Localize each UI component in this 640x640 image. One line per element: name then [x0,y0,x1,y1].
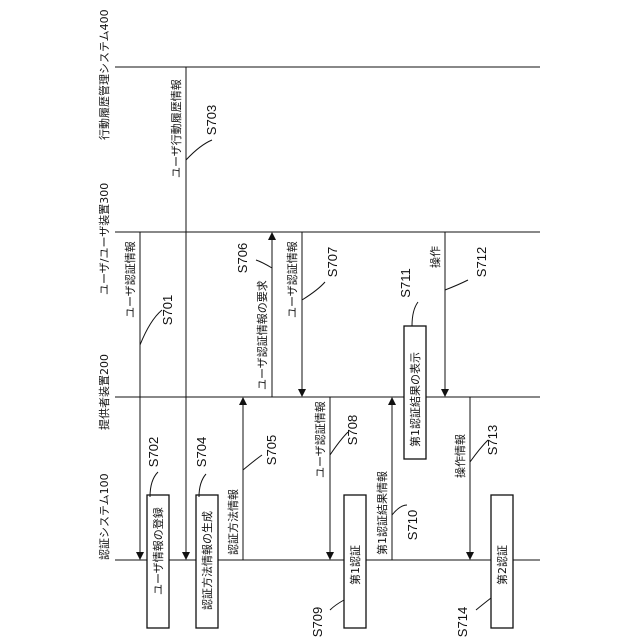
step-label-s708: S708 [345,415,360,445]
message-label-s713: 操作情報 [453,434,467,478]
leader-s712 [445,280,468,290]
process-label-s714: 第2認証 [495,545,509,585]
step-label-s709: S709 [310,607,325,637]
lifeline-label-system100: 認証システム100 [97,473,111,560]
step-label-s710: S710 [405,510,420,540]
message-label-s703: ユーザ行動履歴情報 [169,79,183,178]
process-label-s709: 第1認証 [348,545,362,585]
process-label-s704: 認証方法情報の生成 [200,511,214,610]
step-label-s713: S713 [485,425,500,455]
message-label-s701: ユーザ認証情報 [123,241,137,318]
step-label-s706: S706 [235,243,250,273]
process-label-s702: ユーザ情報の登録 [151,507,165,595]
arrowhead-s706 [268,232,276,240]
step-label-s711: S711 [398,268,413,297]
step-label-s712: S712 [474,247,489,277]
leader-s701 [140,310,162,345]
arrowhead-s713 [466,552,474,560]
arrowhead-s707 [298,389,306,397]
step-label-s701: S701 [160,295,175,325]
arrowhead-s701 [136,552,144,560]
leader-s702 [150,472,158,497]
lifeline-label-user300: ユーザ/ユーザ装置300 [98,183,111,295]
leader-s711 [412,302,418,326]
step-label-s703: S703 [204,105,219,135]
message-label-s705: 認証方法情報 [226,489,240,555]
leader-s707 [302,282,325,300]
process-label-s711: 第1認証結果の表示 [408,352,422,447]
message-label-s712: 操作 [428,246,442,268]
leader-s705 [243,455,262,470]
message-label-s706: ユーザ認証情報の要求 [255,280,269,390]
leader-s714 [476,598,491,610]
arrowhead-s705 [239,397,247,405]
leader-s704 [199,474,206,497]
lifeline-label-history400: 行動履歴管理システム400 [97,9,111,140]
leader-s706 [256,260,272,268]
step-label-s714: S714 [455,607,470,637]
arrowhead-s710 [388,397,396,405]
arrowhead-s708 [326,552,334,560]
step-label-s702: S702 [146,437,161,467]
lifeline-label-provider200: 提供者装置200 [97,354,111,430]
message-label-s710: 第1認証結果情報 [375,471,389,555]
step-label-s707: S707 [325,247,340,277]
arrowhead-s703 [182,552,190,560]
message-label-s708: ユーザ認証情報 [313,401,327,478]
leader-s703 [186,140,212,160]
arrowhead-s712 [441,389,449,397]
leader-s709 [330,600,344,610]
step-label-s704: S704 [194,437,209,467]
step-label-s705: S705 [264,435,279,465]
message-label-s707: ユーザ認証情報 [285,241,299,318]
